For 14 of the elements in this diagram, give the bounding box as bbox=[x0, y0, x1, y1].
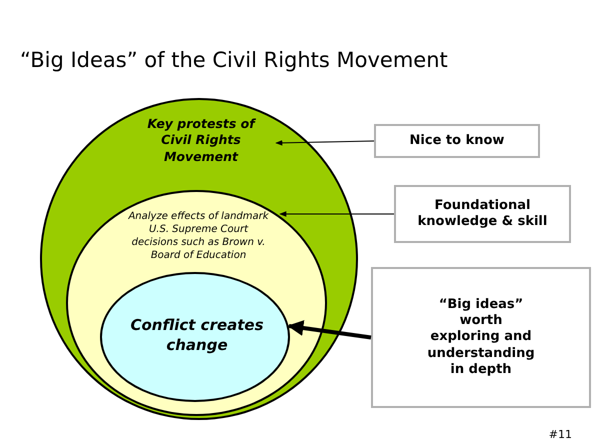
label-box bbox=[394, 185, 571, 243]
box-text: “Big ideas” worth exploring and understanding in depth bbox=[426, 296, 536, 378]
region-label: Conflict creates change bbox=[129, 316, 265, 355]
region-label: Key protests of Civil Rights Movement bbox=[146, 116, 257, 165]
region-label: Analyze effects of landmark U.S. Supreme Court decisions such as Brown v. Board of Education bbox=[127, 210, 270, 262]
slide-title: “Big Ideas” of the Civil Rights Movement bbox=[20, 48, 448, 72]
arrow bbox=[275, 140, 374, 146]
arrow bbox=[287, 320, 372, 340]
arrow bbox=[279, 211, 394, 217]
box-text: Foundational knowledge & skill bbox=[416, 198, 548, 230]
label-box bbox=[371, 267, 591, 408]
box-text: Nice to know bbox=[410, 132, 504, 150]
slide-number: #11 bbox=[548, 428, 572, 441]
label-box bbox=[374, 124, 540, 158]
